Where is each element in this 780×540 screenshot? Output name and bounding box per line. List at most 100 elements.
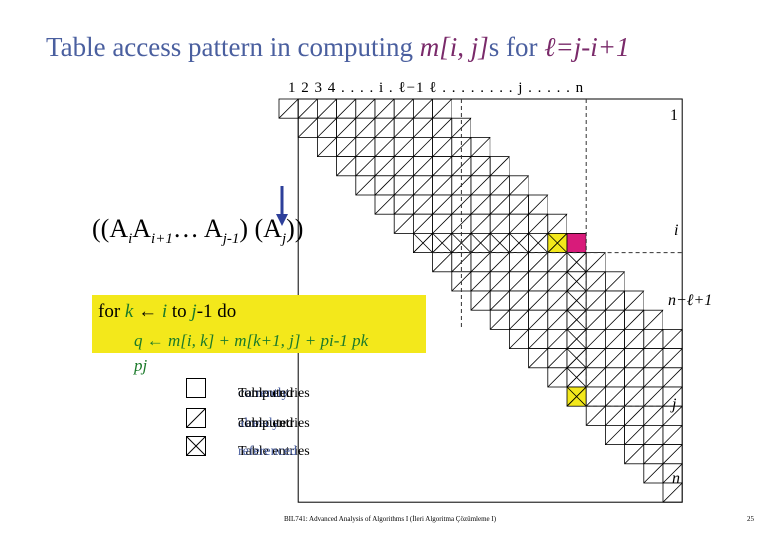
hatch-line (662, 367, 683, 388)
row-label-n-minus-ell: n−ℓ+1 (668, 292, 713, 309)
hatch-line (605, 329, 625, 349)
column-axis-labels: 1 2 3 4 . . . . i . ℓ−1 ℓ . . . . . . . … (288, 80, 585, 96)
hatch-line (509, 329, 529, 349)
slide-title: Table access pattern in computing m[i, j… (46, 32, 630, 62)
table-cell (643, 271, 663, 291)
hatch-line (355, 98, 376, 119)
hatch-line (470, 213, 491, 234)
table-cell (605, 156, 625, 176)
hatch-line (355, 137, 376, 157)
table-cell (528, 175, 548, 195)
hatch-line (470, 175, 491, 196)
table-cell (509, 99, 529, 119)
hatch-line (643, 405, 664, 426)
table-cell (586, 137, 606, 157)
hatch-line (585, 329, 606, 349)
empty-box-icon (186, 378, 206, 398)
table-cell (605, 195, 625, 215)
hatch-line (547, 271, 568, 292)
hatch-line (432, 252, 453, 273)
hatch-line (489, 156, 510, 177)
hatch-line (489, 290, 510, 311)
hatch-line (547, 213, 568, 234)
cross-line (413, 233, 433, 253)
hatch-line (317, 117, 337, 138)
table-cell (528, 99, 548, 119)
table-cell (547, 137, 567, 157)
hatch-line (624, 405, 645, 426)
table-cell (624, 99, 644, 119)
hatch-line (547, 290, 568, 311)
hatch-line (585, 348, 606, 369)
hatch-line (643, 463, 664, 484)
hatch-line (413, 213, 433, 234)
hatch-line (451, 156, 472, 177)
hatch-line (432, 117, 453, 138)
hatch-line (509, 290, 529, 311)
hatch-line (413, 117, 433, 138)
table-cell (663, 99, 683, 119)
hatch-line (470, 194, 491, 215)
hatch-line (528, 348, 549, 369)
hatch-line (643, 444, 664, 465)
hatch-line (528, 194, 549, 215)
hatch-line (605, 386, 625, 407)
table-cell (605, 99, 625, 119)
hatch-line (509, 175, 529, 196)
hatch-line (336, 117, 357, 138)
hatch-line (470, 271, 491, 292)
cross-line (566, 252, 587, 273)
table-cell (509, 156, 529, 176)
table-cell (528, 156, 548, 176)
recurrence-code-box: for k ← i to j-1 do q ← m[i, k] + m[k+1,… (92, 295, 426, 353)
table-cell (547, 175, 567, 195)
hatch-line (413, 137, 433, 157)
hatch-line (393, 98, 414, 119)
table-cell (663, 271, 683, 291)
hatch-line (605, 425, 625, 445)
cross-line (566, 329, 587, 349)
hatch-line (547, 329, 568, 349)
hatch-line (643, 425, 664, 445)
table-cell (586, 99, 606, 119)
hatch-line (547, 252, 568, 273)
hatch-line (605, 367, 625, 388)
hatch-line (528, 213, 549, 234)
hatch-line (662, 329, 683, 349)
hatch-line (413, 175, 433, 196)
hatch-line (662, 348, 683, 369)
table-cell (643, 252, 663, 272)
hatch-line (413, 156, 433, 177)
hatch-line (528, 309, 549, 330)
table-cell (547, 118, 567, 138)
table-cell (547, 195, 567, 215)
hatch-line (585, 309, 606, 330)
title-ell-expr: ℓ=j-i+1 (544, 32, 630, 62)
hatch-line (643, 367, 664, 388)
hatch-line (374, 175, 395, 196)
hatch-line (643, 329, 664, 349)
hatch-line (547, 367, 568, 388)
table-cell (605, 118, 625, 138)
table-cell (663, 252, 683, 272)
cross-line (566, 309, 587, 330)
hatch-line (432, 137, 453, 157)
hatch-line (432, 175, 453, 196)
cross-line (432, 233, 453, 253)
row-label-i: i (674, 222, 679, 239)
table-cell (547, 156, 567, 176)
hatch-line (662, 386, 683, 407)
hatch-line (662, 425, 683, 445)
row-label-j: j (672, 396, 677, 413)
cross-line (566, 271, 587, 292)
table-cell (567, 214, 587, 234)
hatch-line (393, 117, 414, 138)
cross-line (470, 233, 491, 253)
hatch-line (470, 252, 491, 273)
hatch-line (624, 348, 645, 369)
table-cell (567, 137, 587, 157)
hatch-line (605, 348, 625, 369)
table-cell (586, 233, 606, 253)
hatch-line (624, 309, 645, 330)
table-cell (663, 175, 683, 195)
